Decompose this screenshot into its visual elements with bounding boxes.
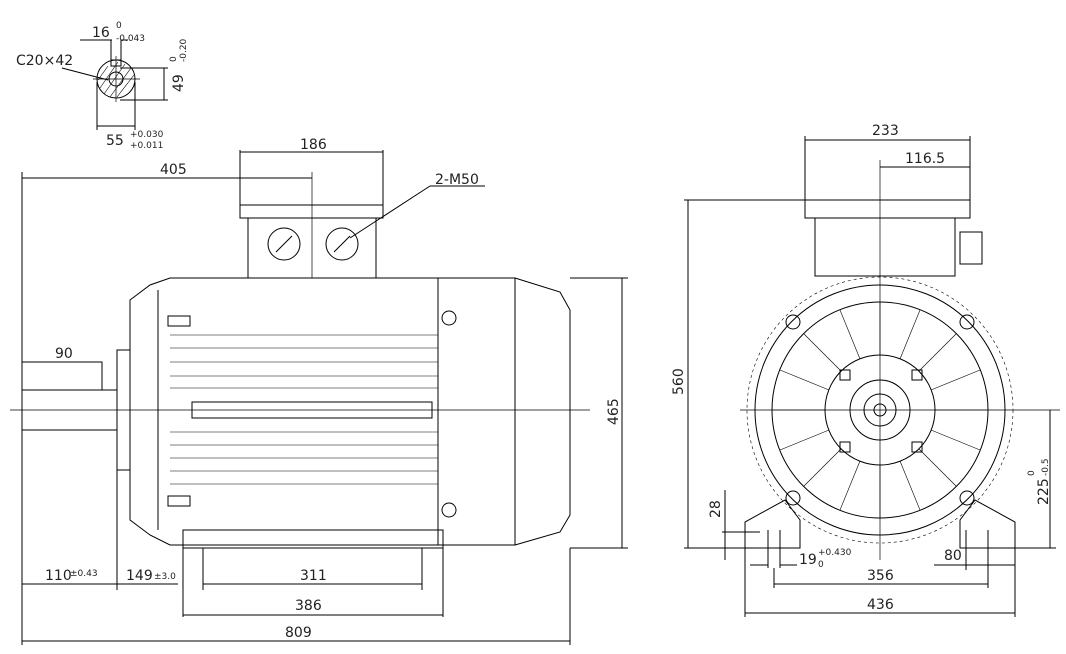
shaft-diameter-label: 55 xyxy=(106,133,124,149)
foot-length-label: 386 xyxy=(295,598,322,614)
cable-gland xyxy=(325,227,359,261)
front-view: 233 116.5 560 225 0 -0.5 28 19 +0.430 0 … xyxy=(671,123,1060,617)
foot-width-label: 80 xyxy=(944,548,962,564)
nameplate xyxy=(191,401,433,419)
terminal-box-width-label: 186 xyxy=(300,137,327,153)
key-width-label: 16 xyxy=(92,25,110,41)
terminal-box xyxy=(814,217,956,277)
lifting-eye xyxy=(441,310,457,326)
bolt xyxy=(911,369,923,381)
bolt xyxy=(839,441,851,453)
foot-thickness-label: 28 xyxy=(708,500,724,518)
foot-hole-spacing-label: 356 xyxy=(867,568,894,584)
tol-lower: -0.20 xyxy=(179,38,189,62)
foot-hole-spacing-label: 311 xyxy=(300,568,327,584)
cable-entry-label: 2-M50 xyxy=(435,172,479,188)
tol-lower: +0.011 xyxy=(130,141,163,151)
shoulder-to-hole-label: 149 xyxy=(126,568,153,584)
motor-body xyxy=(129,277,516,546)
cable-gland xyxy=(267,227,301,261)
tol-lower: -0.5 xyxy=(1041,458,1051,476)
center-hole-label: C20×42 xyxy=(16,53,73,69)
foot-hole-label: 19 xyxy=(799,552,817,568)
fan-cover xyxy=(514,277,571,546)
terminal-box-half-label: 116.5 xyxy=(905,151,945,167)
terminal-box-lid xyxy=(804,199,971,219)
tol: ±0.43 xyxy=(70,569,98,579)
cooling-fins xyxy=(170,334,438,485)
lifting-eye xyxy=(441,502,457,518)
overall-width-label: 436 xyxy=(867,597,894,613)
overall-height-label: 465 xyxy=(606,398,622,425)
key-depth-label: 49 xyxy=(171,74,187,92)
tol-upper: 0 xyxy=(169,56,179,62)
tol-upper: +0.430 xyxy=(818,548,852,558)
fan-cover-spokes xyxy=(772,302,988,518)
feet xyxy=(182,529,444,549)
cooling-fins xyxy=(746,276,1014,544)
side-view: 186 405 2-M50 90 465 110 ±0.43 149 ±3.0 … xyxy=(10,137,628,645)
shaft-section: 16 0 -0.043 C20×42 49 0 -0.20 55 +0.030 … xyxy=(16,21,189,151)
tol-upper: +0.030 xyxy=(130,130,164,140)
feet xyxy=(744,499,1016,549)
tol-lower: 0 xyxy=(818,560,824,570)
frame-outline xyxy=(754,284,1006,536)
tol: ±3.0 xyxy=(154,572,176,582)
shaft-height-label: 225 xyxy=(1036,478,1052,505)
key-length-label: 90 xyxy=(55,346,73,362)
overall-length-label: 809 xyxy=(285,625,312,641)
tol-upper: 0 xyxy=(116,21,122,31)
bolt xyxy=(911,441,923,453)
bolt xyxy=(839,369,851,381)
shaft-length-label: 110 xyxy=(45,568,72,584)
terminal-offset-label: 405 xyxy=(160,162,187,178)
shaft-end xyxy=(863,393,897,427)
terminal-box-width-label: 233 xyxy=(872,123,899,139)
terminal-box-lid xyxy=(239,204,384,219)
cable-gland xyxy=(959,231,983,265)
tol-lower: -0.043 xyxy=(116,34,145,44)
key xyxy=(21,361,103,391)
overall-height-label: 560 xyxy=(671,368,687,395)
tol-upper: 0 xyxy=(1027,470,1037,476)
